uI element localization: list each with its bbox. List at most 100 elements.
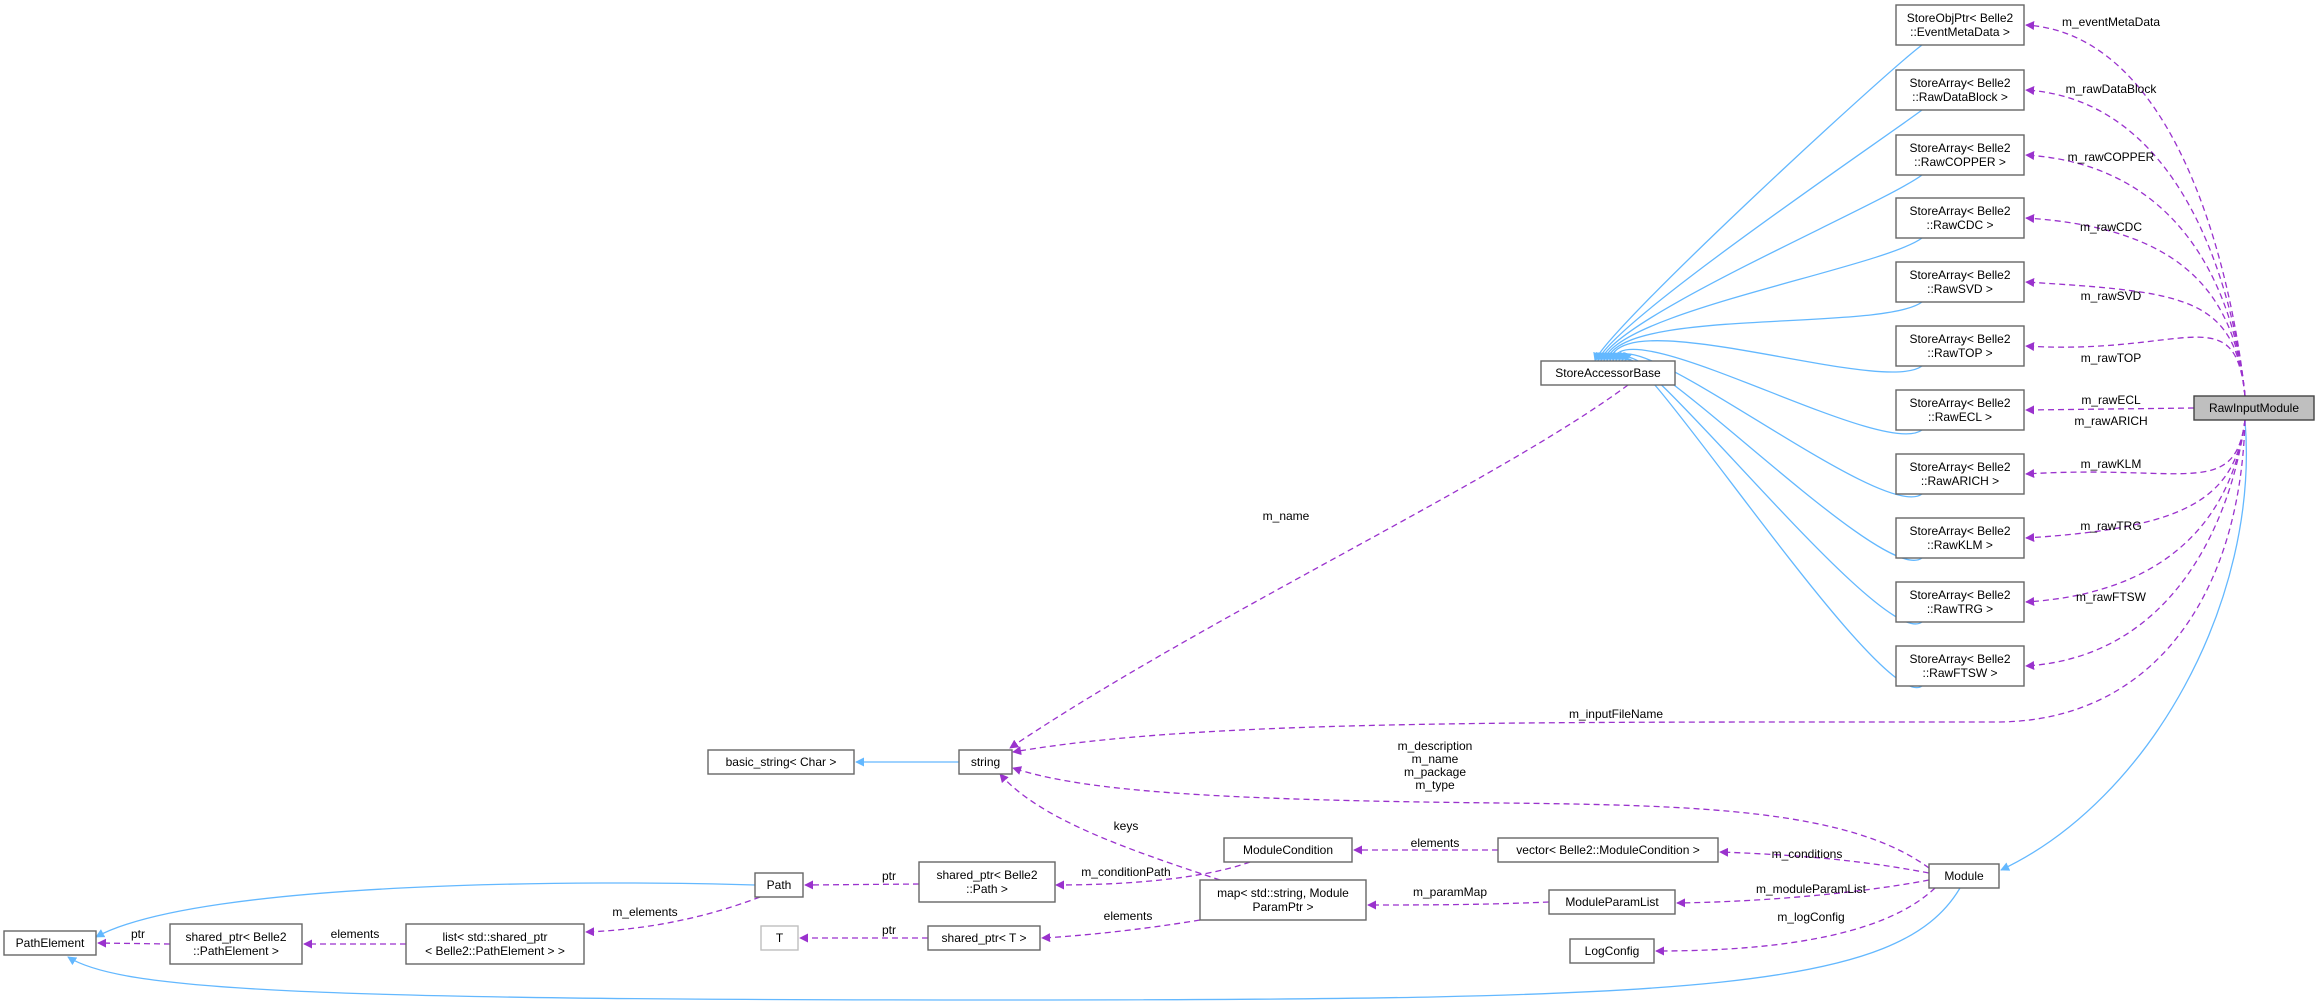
node-label-line: < Belle2::PathElement > > [425,944,565,958]
node-label-line: ::RawARICH > [1921,474,1999,488]
node-label-line: shared_ptr< Belle2 [936,868,1037,882]
edge-label-m-rawARICH: m_rawARICH [2074,414,2147,428]
edge-label-m-elements: m_elements [612,905,677,919]
edge-inherit-store_raw_cdc [1601,237,1923,362]
node-store-raw-trg[interactable]: StoreArray< Belle2::RawTRG > [1895,581,2025,623]
node-box[interactable] [2193,395,2315,421]
node-box[interactable] [405,923,585,965]
node-list-path-element[interactable]: list< std::shared_ptr< Belle2::PathEleme… [405,923,585,965]
node-shared-ptr-path-element[interactable]: shared_ptr< Belle2::PathElement > [169,923,303,965]
node-store-raw-svd[interactable]: StoreArray< Belle2::RawSVD > [1895,261,2025,303]
node-label-line: shared_ptr< T > [942,931,1027,945]
edge-label-ptr-pe: ptr [131,927,145,941]
edge-use-m_rawARICH [2025,419,2246,478]
edge-use-m_paramMap [1367,900,1550,910]
node-path[interactable]: Path [754,872,804,898]
node-store-event-meta[interactable]: StoreObjPtr< Belle2::EventMetaData > [1895,4,2025,46]
node-label-line: ::RawKLM > [1927,538,1993,552]
node-log-config[interactable]: LogConfig [1569,938,1655,964]
node-box[interactable] [3,930,97,956]
node-store-raw-top[interactable]: StoreArray< Belle2::RawTOP > [1895,325,2025,367]
node-store-raw-ecl[interactable]: StoreArray< Belle2::RawECL > [1895,389,2025,431]
edge-use-elements-map [1041,919,1201,943]
node-box[interactable] [1895,134,2025,176]
node-label-line: StoreArray< Belle2 [1909,524,2010,538]
edge-label-m-eventMetaData: m_eventMetaData [2062,15,2160,29]
node-vector-module-condition[interactable]: vector< Belle2::ModuleCondition > [1497,837,1719,863]
node-store-raw-arich[interactable]: StoreArray< Belle2::RawARICH > [1895,453,2025,495]
edge-label-m-logConfig: m_logConfig [1777,910,1844,924]
node-box[interactable] [958,749,1013,775]
edge-label-m-rawCDC: m_rawCDC [2080,220,2142,234]
edge-label-m-rawSVD: m_rawSVD [2081,289,2142,303]
edge-label-elements-map: elements [1104,909,1153,923]
node-box[interactable] [1895,69,2025,111]
node-store-raw-ftsw[interactable]: StoreArray< Belle2::RawFTSW > [1895,645,2025,687]
edge-label-m-rawTRG: m_rawTRG [2080,519,2141,533]
node-box[interactable] [1895,325,2025,367]
edge-use-m_rawDataBlock [2025,86,2246,397]
edge-use-m_rawECL [2025,405,2195,415]
node-label-line: ::RawECL > [1928,410,1992,424]
node-module-condition[interactable]: ModuleCondition [1223,837,1353,863]
node-module-param-list[interactable]: ModuleParamList [1548,889,1676,915]
node-box[interactable] [169,923,303,965]
edge-label-m-conditionPath: m_conditionPath [1081,865,1170,879]
edge-label-m-rawECL: m_rawECL [2081,393,2141,407]
node-box[interactable] [1540,360,1676,386]
node-label-line: ModuleCondition [1243,843,1333,857]
edge-use-m_eventMetaData [2025,21,2246,397]
node-label-line: T [776,931,784,945]
node-box[interactable] [918,861,1056,903]
edge-use-m_conditions [1719,847,1930,874]
edge-label-m-paramMap: m_paramMap [1413,885,1487,899]
node-label-line: ::RawDataBlock > [1912,90,2008,104]
node-label-line: list< std::shared_ptr [442,930,547,944]
node-label-line: ::RawSVD > [1927,282,1993,296]
node-box[interactable] [1895,517,2025,559]
node-box[interactable] [760,925,799,951]
node-t[interactable]: T [760,925,799,951]
node-raw-input-module[interactable]: RawInputModule [2193,395,2315,421]
node-store-raw-data-block[interactable]: StoreArray< Belle2::RawDataBlock > [1895,69,2025,111]
node-box[interactable] [1895,645,2025,687]
node-box[interactable] [1895,197,2025,239]
node-box[interactable] [1223,837,1353,863]
edge-inherit-store_raw_ftsw [1623,351,1923,689]
node-box[interactable] [707,749,855,775]
node-store-raw-cdc[interactable]: StoreArray< Belle2::RawCDC > [1895,197,2025,239]
node-string[interactable]: string [958,749,1013,775]
edge-inherit-store_raw_ecl [1610,348,1923,435]
node-store-accessor-base[interactable]: StoreAccessorBase [1540,360,1676,386]
node-basic-string[interactable]: basic_string< Char > [707,749,855,775]
node-box[interactable] [1895,453,2025,495]
node-shared-ptr-path[interactable]: shared_ptr< Belle2::Path > [918,861,1056,903]
node-box[interactable] [1569,938,1655,964]
node-label-line: ::RawFTSW > [1922,666,1997,680]
node-label-line: StoreArray< Belle2 [1909,204,2010,218]
node-box[interactable] [1895,389,2025,431]
node-box[interactable] [1895,4,2025,46]
node-shared-ptr-t[interactable]: shared_ptr< T > [927,925,1041,951]
node-label-line: StoreArray< Belle2 [1909,460,2010,474]
node-box[interactable] [1895,261,2025,303]
node-module[interactable]: Module [1928,863,2000,889]
node-box[interactable] [1548,889,1676,915]
node-box[interactable] [1497,837,1719,863]
edge-use-m_rawCDC [2025,214,2246,397]
node-box[interactable] [927,925,1041,951]
node-box[interactable] [1199,879,1367,921]
node-label-line: StoreArray< Belle2 [1909,396,2010,410]
node-box[interactable] [754,872,804,898]
node-label-line: Path [767,878,792,892]
node-label-line: StoreArray< Belle2 [1909,76,2010,90]
node-box[interactable] [1895,581,2025,623]
node-box[interactable] [1928,863,2000,889]
edge-label-m-rawFTSW: m_rawFTSW [2076,590,2147,604]
node-store-raw-copper[interactable]: StoreArray< Belle2::RawCOPPER > [1895,134,2025,176]
node-label-line: ::EventMetaData > [1910,25,2010,39]
node-path-element[interactable]: PathElement [3,930,97,956]
node-store-raw-klm[interactable]: StoreArray< Belle2::RawKLM > [1895,517,2025,559]
edge-label-module-strings: m_name [1412,752,1459,766]
